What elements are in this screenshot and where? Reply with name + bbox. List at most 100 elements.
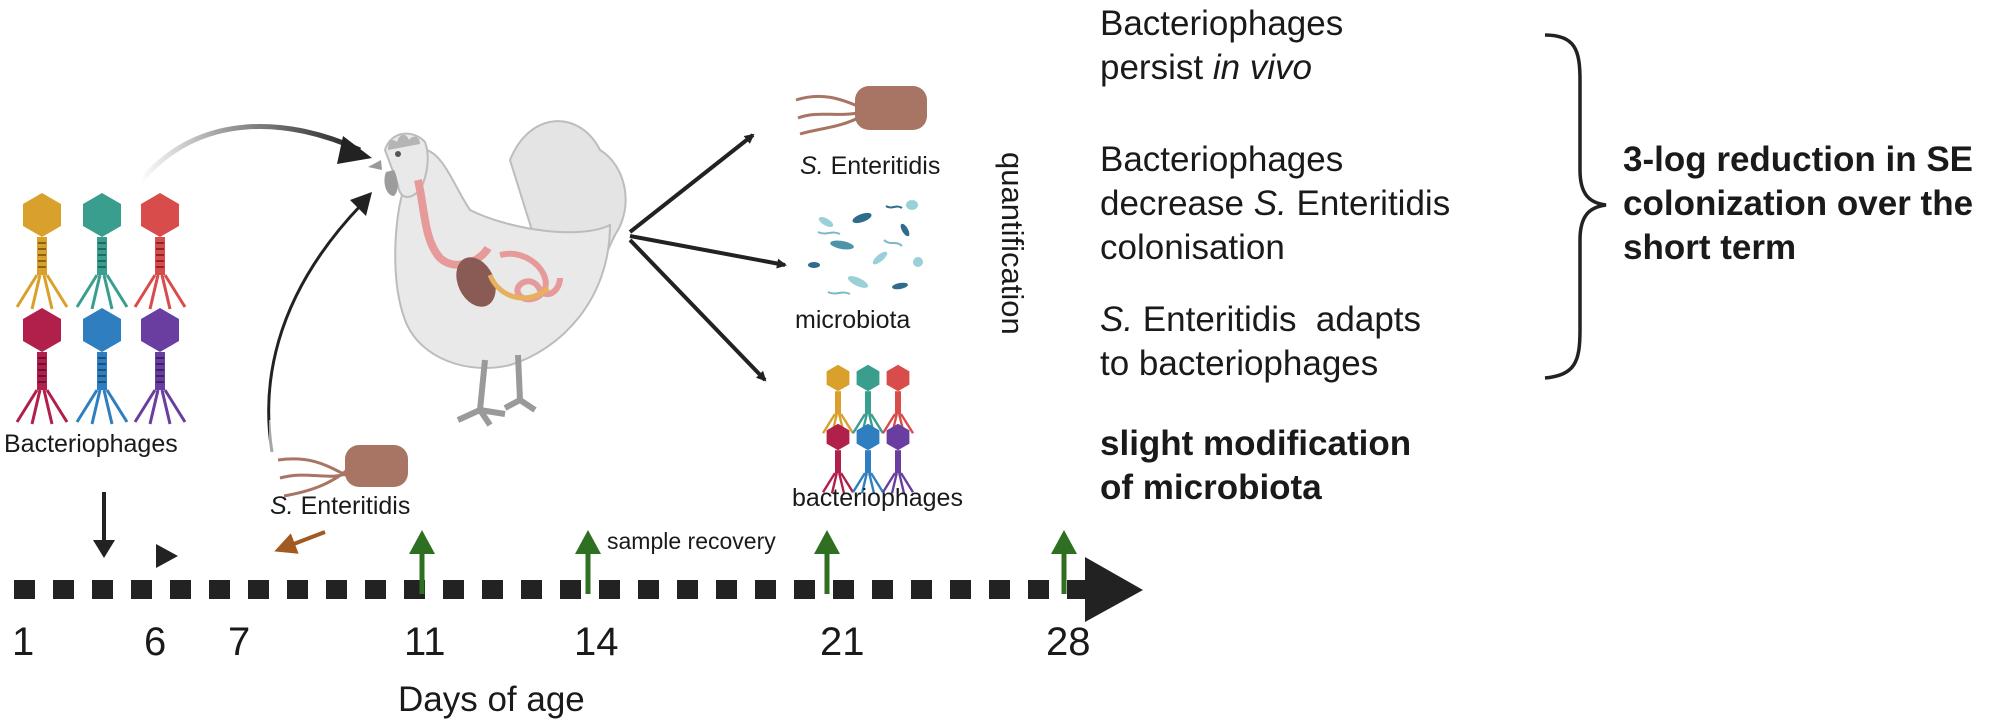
timeline-dash <box>716 580 737 599</box>
arrowhead <box>350 192 372 216</box>
timeline <box>14 580 1088 599</box>
timeline-dash <box>677 580 698 599</box>
chicken-to-phages-arrow <box>628 238 767 382</box>
timeline-dash <box>131 580 152 599</box>
phage-icon <box>15 308 69 425</box>
finding-text: Enteritidis adapts <box>1133 300 1422 339</box>
finding-text: persist <box>1100 48 1213 87</box>
species-name: Enteritidis <box>823 152 941 180</box>
day-label: 11 <box>404 620 446 664</box>
timeline-dash <box>833 580 854 599</box>
phage-icon <box>133 308 187 425</box>
phage-icon <box>821 423 855 494</box>
chicken-to-microbiota-arrow <box>629 234 787 269</box>
phage-icon <box>15 193 69 310</box>
timeline-dash <box>209 580 230 599</box>
timeline-dash <box>1028 580 1049 599</box>
finding-line: Bacteriophages <box>1100 140 1344 179</box>
phage-cluster-left <box>15 193 187 425</box>
conclusion-line: short term <box>1623 228 1797 267</box>
timeline-dash <box>560 580 581 599</box>
phage-icon <box>881 423 915 494</box>
species-genus: S. <box>270 492 294 520</box>
curly-brace <box>1544 33 1607 380</box>
microbiota-icon <box>808 200 923 295</box>
phage-icon <box>75 308 129 425</box>
day-label: 21 <box>820 620 865 664</box>
species-genus: S. <box>800 152 824 180</box>
conclusion-line: 3-log reduction in SE <box>1623 140 1974 179</box>
phage-icon <box>881 364 915 435</box>
phage-icon <box>75 193 129 310</box>
timeline-dash <box>365 580 386 599</box>
phage-to-chicken-arrow <box>138 124 362 184</box>
chicken-to-se-arrow <box>628 133 755 234</box>
timeline-dash <box>248 580 269 599</box>
timeline-dash <box>872 580 893 599</box>
timeline-dash <box>170 580 191 599</box>
day-label: 7 <box>228 620 251 664</box>
finding-decrease: Bacteriophages decrease S. Enteritidis c… <box>1100 138 1450 270</box>
se-to-chicken-arrow <box>267 202 364 453</box>
timeline-dash <box>287 580 308 599</box>
timeline-dash <box>794 580 815 599</box>
day-label: 6 <box>144 620 167 664</box>
day-label: 28 <box>1046 620 1091 664</box>
timeline-dash <box>1067 580 1088 599</box>
chicken-icon <box>368 120 627 427</box>
arrowhead <box>93 540 115 558</box>
timeline-dash <box>443 580 464 599</box>
microbiota-label: microbiota <box>795 306 911 334</box>
finding-microbiota: slight modification of microbiota <box>1100 422 1411 510</box>
finding-line: Bacteriophages <box>1100 4 1344 43</box>
finding-line: persist in vivo <box>1100 46 1343 90</box>
phage-icon <box>821 364 855 435</box>
finding-line: of microbiota <box>1100 468 1322 507</box>
finding-line: to bacteriophages <box>1100 344 1379 383</box>
conclusion-line: colonization over the <box>1623 184 1974 223</box>
sample-recovery-arrowhead <box>1051 530 1077 554</box>
day-label: 1 <box>12 620 35 664</box>
finding-line: decrease S. Enteritidis <box>1100 182 1450 226</box>
timeline-dash <box>755 580 776 599</box>
timeline-arrowhead <box>1085 557 1143 622</box>
timeline-dash <box>989 580 1010 599</box>
finding-text: decrease <box>1100 184 1254 223</box>
phage-icon <box>851 423 885 494</box>
se-label-right: S. Enteritidis <box>800 152 940 181</box>
phage-cluster-right <box>821 364 915 494</box>
finding-text: Enteritidis <box>1286 184 1451 223</box>
phage-icon <box>851 364 885 435</box>
bacterium-icon <box>795 86 927 136</box>
timeline-dash <box>92 580 113 599</box>
quantification-label: quantification <box>995 152 1030 335</box>
phage-icon <box>133 193 187 310</box>
sample-recovery-arrows <box>409 530 1077 594</box>
day-label: 14 <box>574 620 619 664</box>
se-inoculation-arrow <box>274 530 326 554</box>
conclusion: 3-log reduction in SE colonization over … <box>1623 138 1973 270</box>
phages-label: Bacteriophages <box>4 430 178 458</box>
timeline-dash <box>482 580 503 599</box>
timeline-dash <box>911 580 932 599</box>
quantification-wrapper: quantification <box>995 152 1036 402</box>
finding-italic: S. <box>1253 184 1287 223</box>
finding-adapts: S. Enteritidis adapts to bacteriophages <box>1100 298 1421 386</box>
timeline-dash <box>53 580 74 599</box>
timeline-dash <box>950 580 971 599</box>
finding-line: colonisation <box>1100 228 1285 267</box>
finding-line: S. Enteritidis adapts <box>1100 298 1421 342</box>
axis-title: Days of age <box>398 680 585 719</box>
finding-italic: in vivo <box>1212 48 1313 87</box>
timeline-dash <box>521 580 542 599</box>
finding-italic: S. <box>1100 300 1134 339</box>
species-name: Enteritidis <box>293 492 411 520</box>
timeline-dash <box>638 580 659 599</box>
timeline-dash <box>14 580 35 599</box>
sample-recovery-arrowhead <box>409 530 435 554</box>
se-label-left: S. Enteritidis <box>270 492 410 521</box>
bacteriophages-label: bacteriophages <box>792 484 963 512</box>
sample-recovery-arrowhead <box>575 530 601 554</box>
arrowhead <box>337 136 372 164</box>
